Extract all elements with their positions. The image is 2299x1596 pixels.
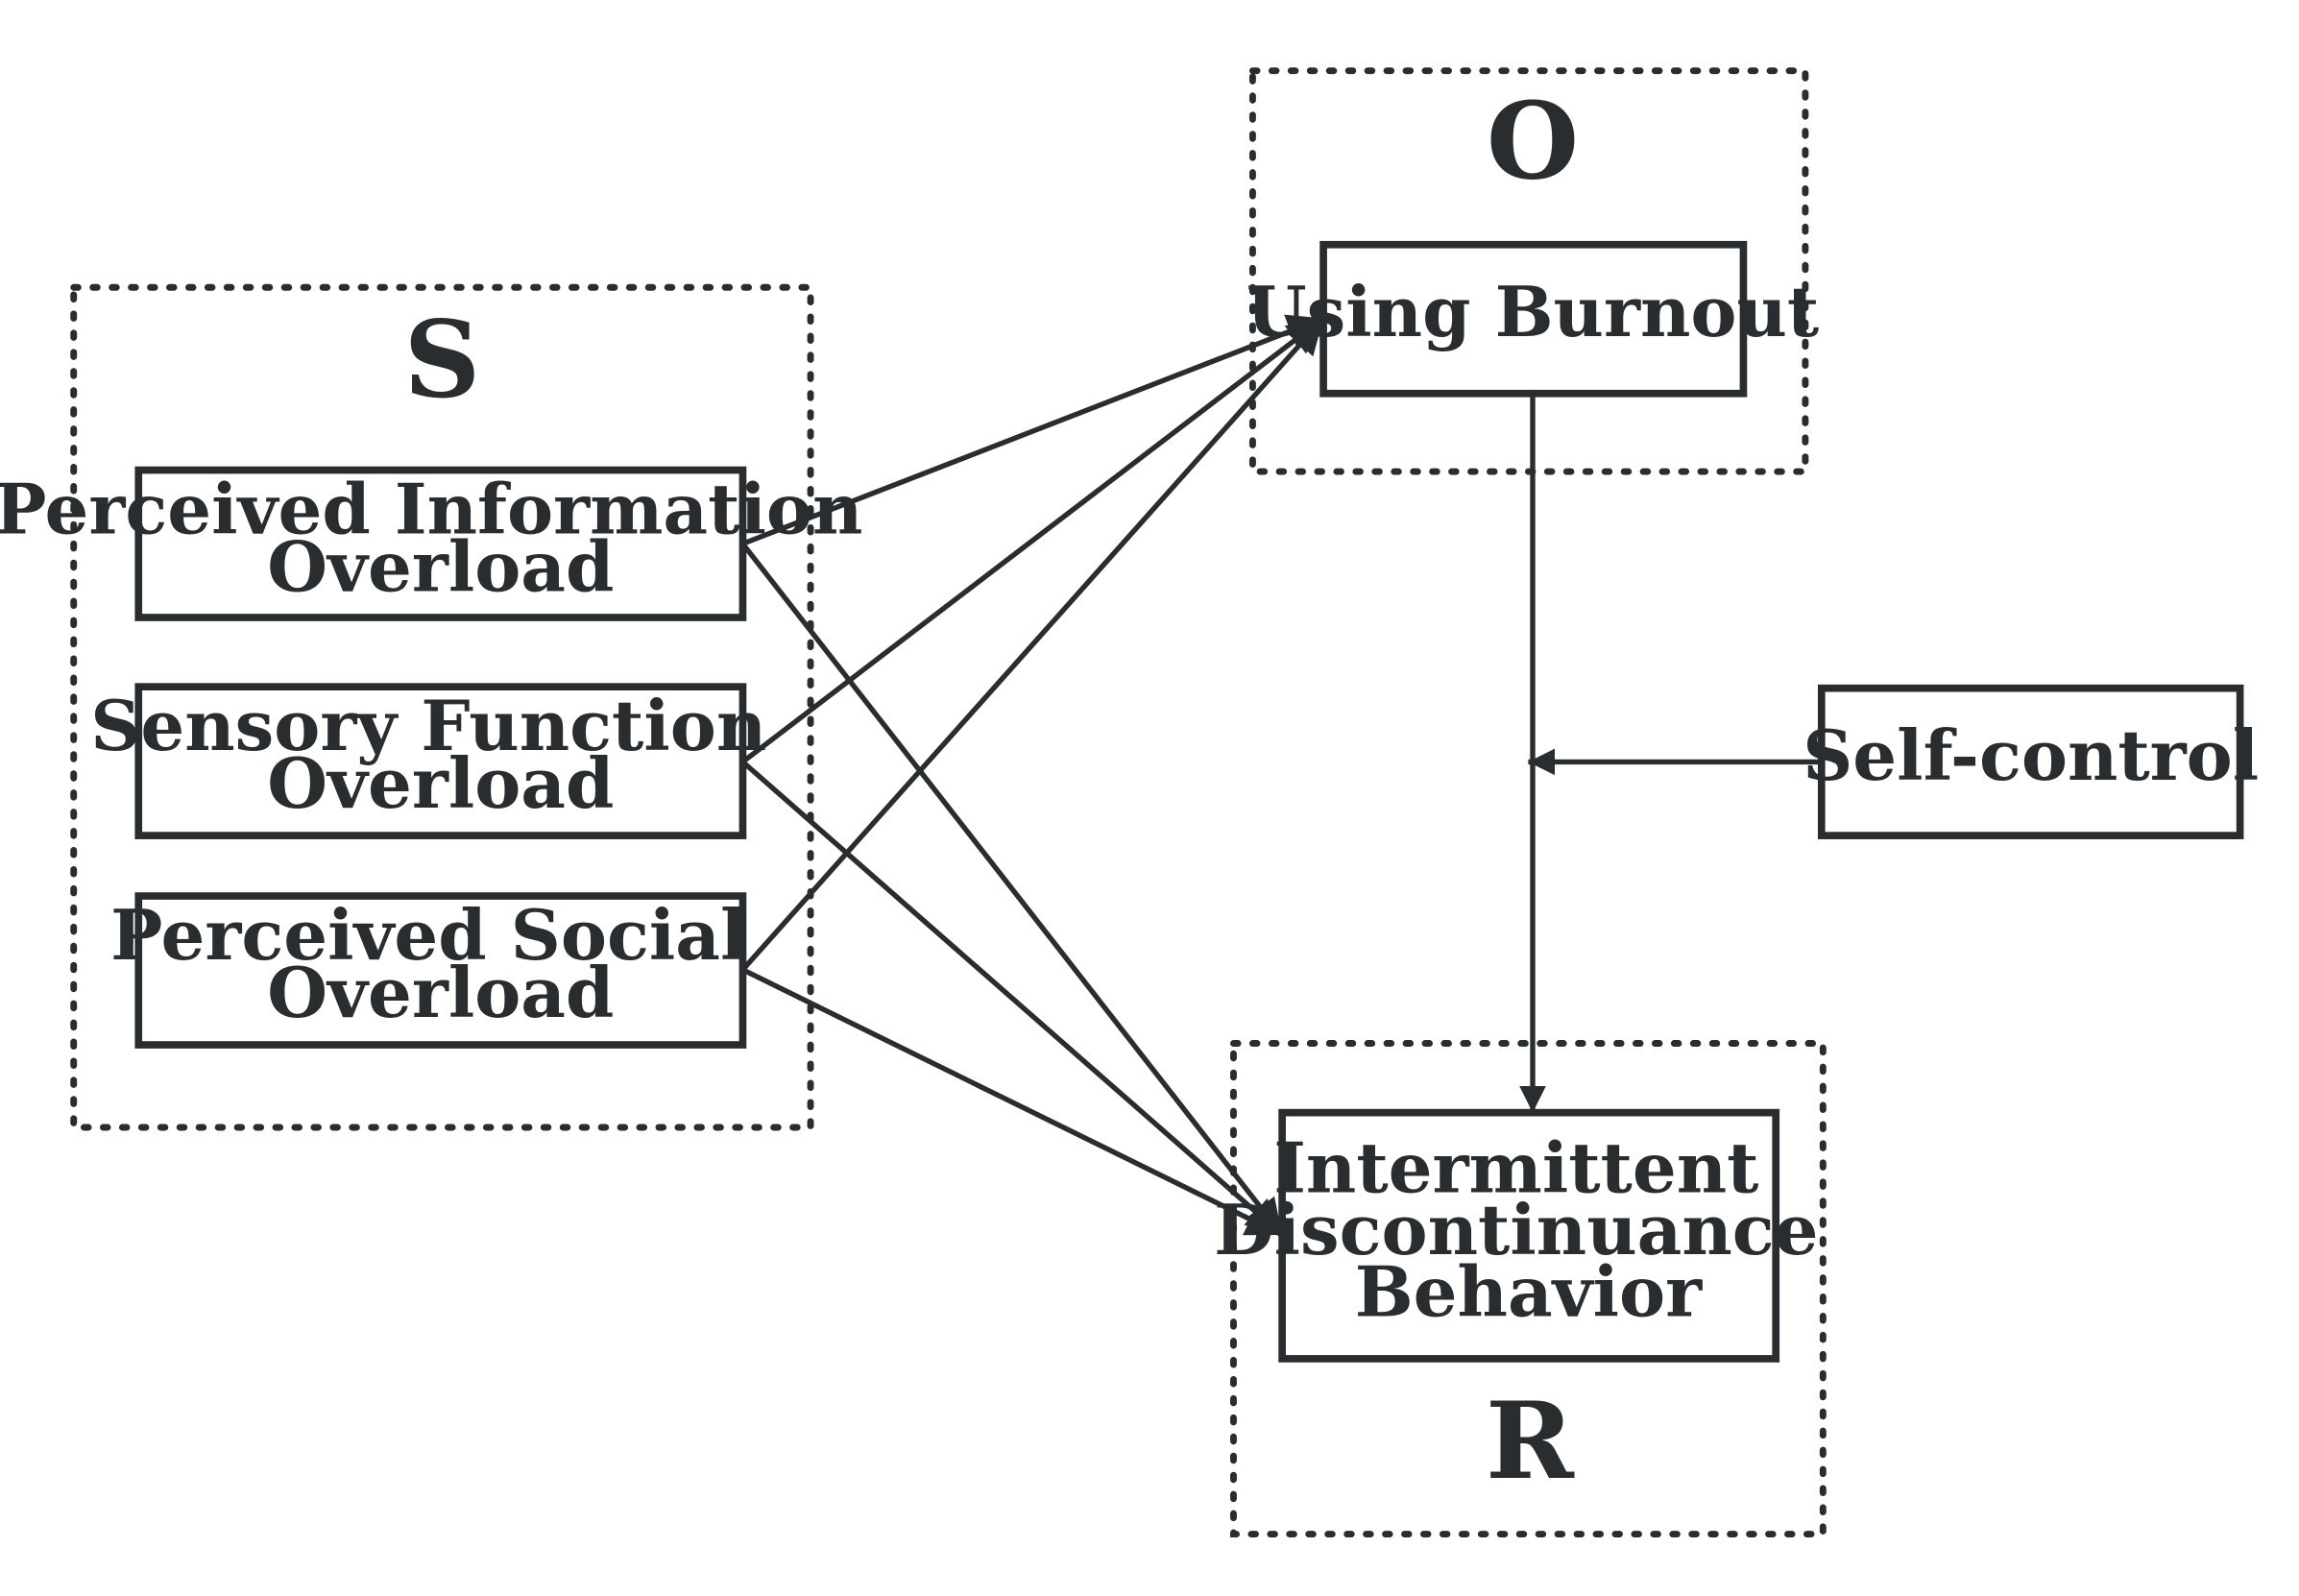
node-label: Using Burnout xyxy=(1246,272,1819,353)
node-perceived-information-overload: Perceived Information Overload xyxy=(0,466,886,621)
group-label-s: S xyxy=(403,298,480,423)
group-label-r: R xyxy=(1486,1379,1575,1504)
edge-info-to-discontinuance xyxy=(740,542,1285,1237)
node-box xyxy=(134,683,747,839)
node-label-line-3: Behavior xyxy=(1355,1251,1703,1333)
group-frame-o xyxy=(1248,67,1809,475)
node-box xyxy=(1817,684,2244,839)
node-self-control: Self-control xyxy=(1803,684,2259,839)
node-box xyxy=(1278,1108,1780,1363)
node-label-line-1: Perceived Information xyxy=(0,470,862,551)
node-perceived-social-overload: Perceived Social Overload xyxy=(110,892,770,1049)
node-using-burnout: Using Burnout xyxy=(1246,240,1819,398)
node-box xyxy=(1319,240,1748,398)
node-label: Perceived Information Overload xyxy=(0,470,886,609)
edge-sensory-to-burnout xyxy=(740,316,1325,764)
node-label: Self-control xyxy=(1803,715,2259,797)
group-frame-r xyxy=(1230,1040,1827,1537)
node-label-line-1: Sensory Function xyxy=(90,686,766,767)
node-sensory-function-overload: Sensory Function Overload xyxy=(90,683,790,839)
node-intermittent-discontinuance-behavior: Intermittent Discontinuance Behavior xyxy=(1214,1108,1843,1363)
node-label-line-1: Intermittent xyxy=(1273,1128,1758,1210)
group-label-o: O xyxy=(1487,80,1579,205)
node-box xyxy=(134,892,747,1049)
edges xyxy=(740,314,1822,1238)
node-box xyxy=(134,466,747,621)
node-label-line-2: Overload xyxy=(267,953,614,1034)
node-label: Sensory Function Overload xyxy=(90,686,790,825)
node-label-line-2: Overload xyxy=(267,526,614,608)
node-label-line-2: Overload xyxy=(267,743,614,825)
edge-social-to-discontinuance xyxy=(741,967,1284,1238)
edge-social-to-burnout xyxy=(740,316,1326,972)
node-label: Intermittent Discontinuance Behavior xyxy=(1214,1128,1843,1334)
node-label-line-1: Perceived Social xyxy=(110,895,746,977)
edge-sensory-to-discontinuance xyxy=(740,760,1284,1238)
edge-info-to-burnout xyxy=(741,314,1325,546)
node-label-line-2: Discontinuance xyxy=(1214,1190,1818,1271)
node-label: Perceived Social Overload xyxy=(110,895,770,1034)
